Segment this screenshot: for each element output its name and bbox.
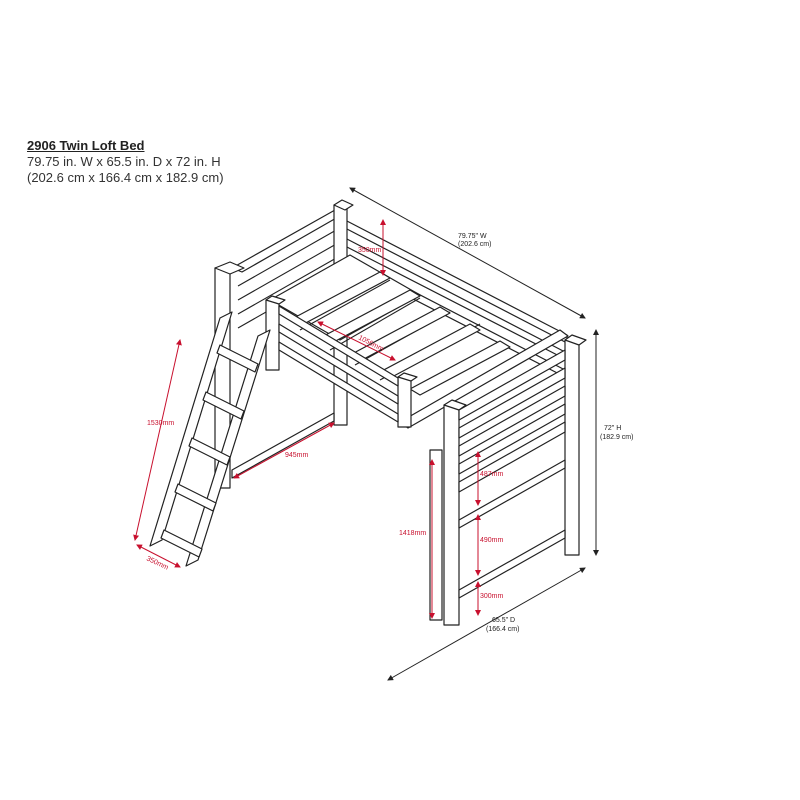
ladder: [149, 311, 271, 567]
height-cm-label: (182.9 cm): [600, 434, 633, 441]
post-cap: [214, 261, 245, 275]
product-title: 2906 Twin Loft Bed: [27, 138, 145, 153]
ladder-width-label: 350mm: [145, 555, 169, 571]
height-dimension: 72" H (182.9 cm): [593, 329, 633, 556]
lower-stretcher-back: [231, 412, 335, 479]
ladder-height-label: 1530mm: [147, 420, 174, 427]
dimensions-metric: (202.6 cm x 166.4 cm x 182.9 cm): [27, 170, 224, 185]
ladder-clearance-label: 945mm: [285, 452, 309, 459]
guardrail-post-right: [397, 376, 412, 428]
middle-gap-label: 490mm: [480, 537, 504, 544]
ladder-rung: [202, 391, 245, 420]
height-in-label: 72" H: [604, 425, 621, 432]
post-front-right: [564, 339, 580, 556]
depth-in-label: 65.5" D: [492, 617, 515, 624]
lower-gap-label: 300mm: [480, 593, 504, 600]
upper-gap-label: 487mm: [480, 471, 504, 478]
under-bed-height-label: 1418mm: [399, 530, 426, 537]
dimensions-imperial: 79.75 in. W x 65.5 in. D x 72 in. H: [27, 154, 221, 169]
guardrail-height-label: 350mm: [358, 247, 382, 254]
depth-cm-label: (166.4 cm): [486, 626, 519, 633]
width-dimension: 79.75" W (202.6 cm): [349, 187, 586, 319]
bed-frame: [149, 199, 587, 626]
foot-panel: [458, 349, 566, 493]
ladder-rung: [216, 344, 259, 373]
ladder-rung: [188, 437, 231, 466]
post-cap: [564, 334, 587, 346]
title-block: 2906 Twin Loft Bed 79.75 in. W x 65.5 in…: [27, 138, 224, 186]
post-front-left: [443, 404, 460, 626]
width-cm-label: (202.6 cm): [458, 241, 491, 248]
width-in-label: 79.75" W: [458, 233, 487, 240]
post-cap: [443, 399, 467, 411]
depth-dimension: 65.5" D (166.4 cm): [387, 567, 586, 681]
